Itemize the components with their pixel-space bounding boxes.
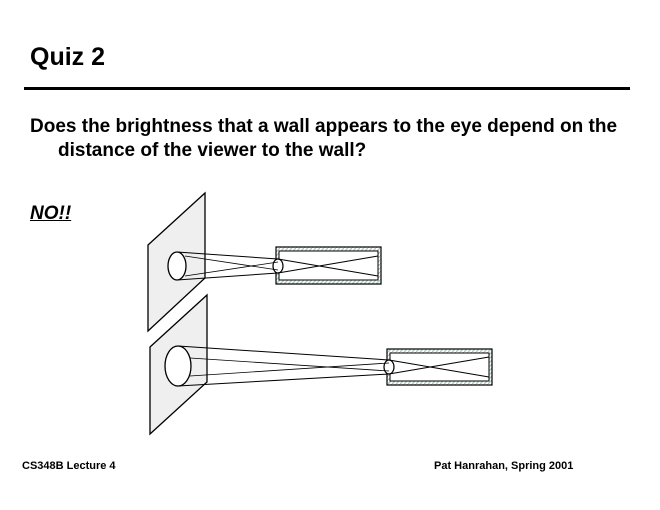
question-text: Does the brightness that a wall appears …: [30, 116, 618, 161]
footer-course-label: CS348B Lecture 4: [22, 460, 116, 472]
near-viewer-diagram: [147, 191, 382, 333]
near-ray-lower: [176, 272, 279, 281]
near-ray-center-b: [184, 261, 279, 277]
near-ray-center-a: [184, 255, 279, 271]
near-ray-upper: [176, 251, 279, 260]
far-wall-spot: [164, 345, 192, 387]
near-eye-lens: [272, 258, 284, 274]
title-rule: [24, 87, 630, 90]
near-wall-spot: [167, 251, 187, 281]
far-ray-lower: [177, 373, 390, 387]
far-ray-center-a: [189, 357, 390, 372]
footer-author-label: Pat Hanrahan, Spring 2001: [434, 460, 574, 472]
far-ray-upper: [177, 345, 390, 361]
far-viewer-diagram: [149, 293, 493, 436]
far-ray-center-b: [189, 362, 390, 377]
far-eye-lens: [383, 359, 395, 375]
answer-text: NO!!: [30, 203, 72, 224]
slide-title: Quiz 2: [30, 43, 106, 71]
near-eye-tube: [272, 246, 382, 285]
far-eye-tube: [383, 348, 493, 386]
